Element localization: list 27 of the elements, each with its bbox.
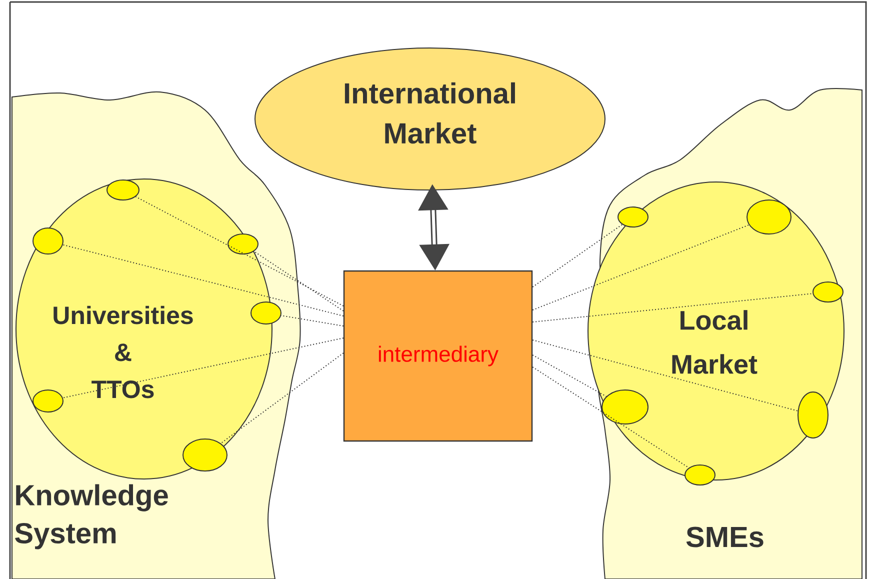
dotted-line [532,224,623,288]
dot [106,180,140,200]
dot [618,206,648,228]
ellipse-region: Universities & TTOs [16,178,272,480]
dotted-line [220,352,344,444]
dot [182,438,228,472]
dotted-line [532,354,607,397]
dot [32,228,64,254]
dot [602,390,648,424]
dotted-line [532,340,798,412]
dotted-line [135,196,344,306]
ellipse-region: Local Market [588,182,844,480]
dot [798,392,828,438]
dotted-line [532,293,814,322]
dot [228,234,258,254]
dotted-line [62,338,344,398]
dot [812,282,844,302]
dot [684,464,716,486]
dotted-line [254,250,344,312]
dotted-line [532,366,690,468]
dot [746,200,792,234]
dotted-line [62,244,344,316]
intermediary-box: intermediary [343,270,533,442]
dot [250,302,282,324]
dotted-line [280,315,344,326]
dot [32,390,64,412]
dotted-line [532,224,750,310]
